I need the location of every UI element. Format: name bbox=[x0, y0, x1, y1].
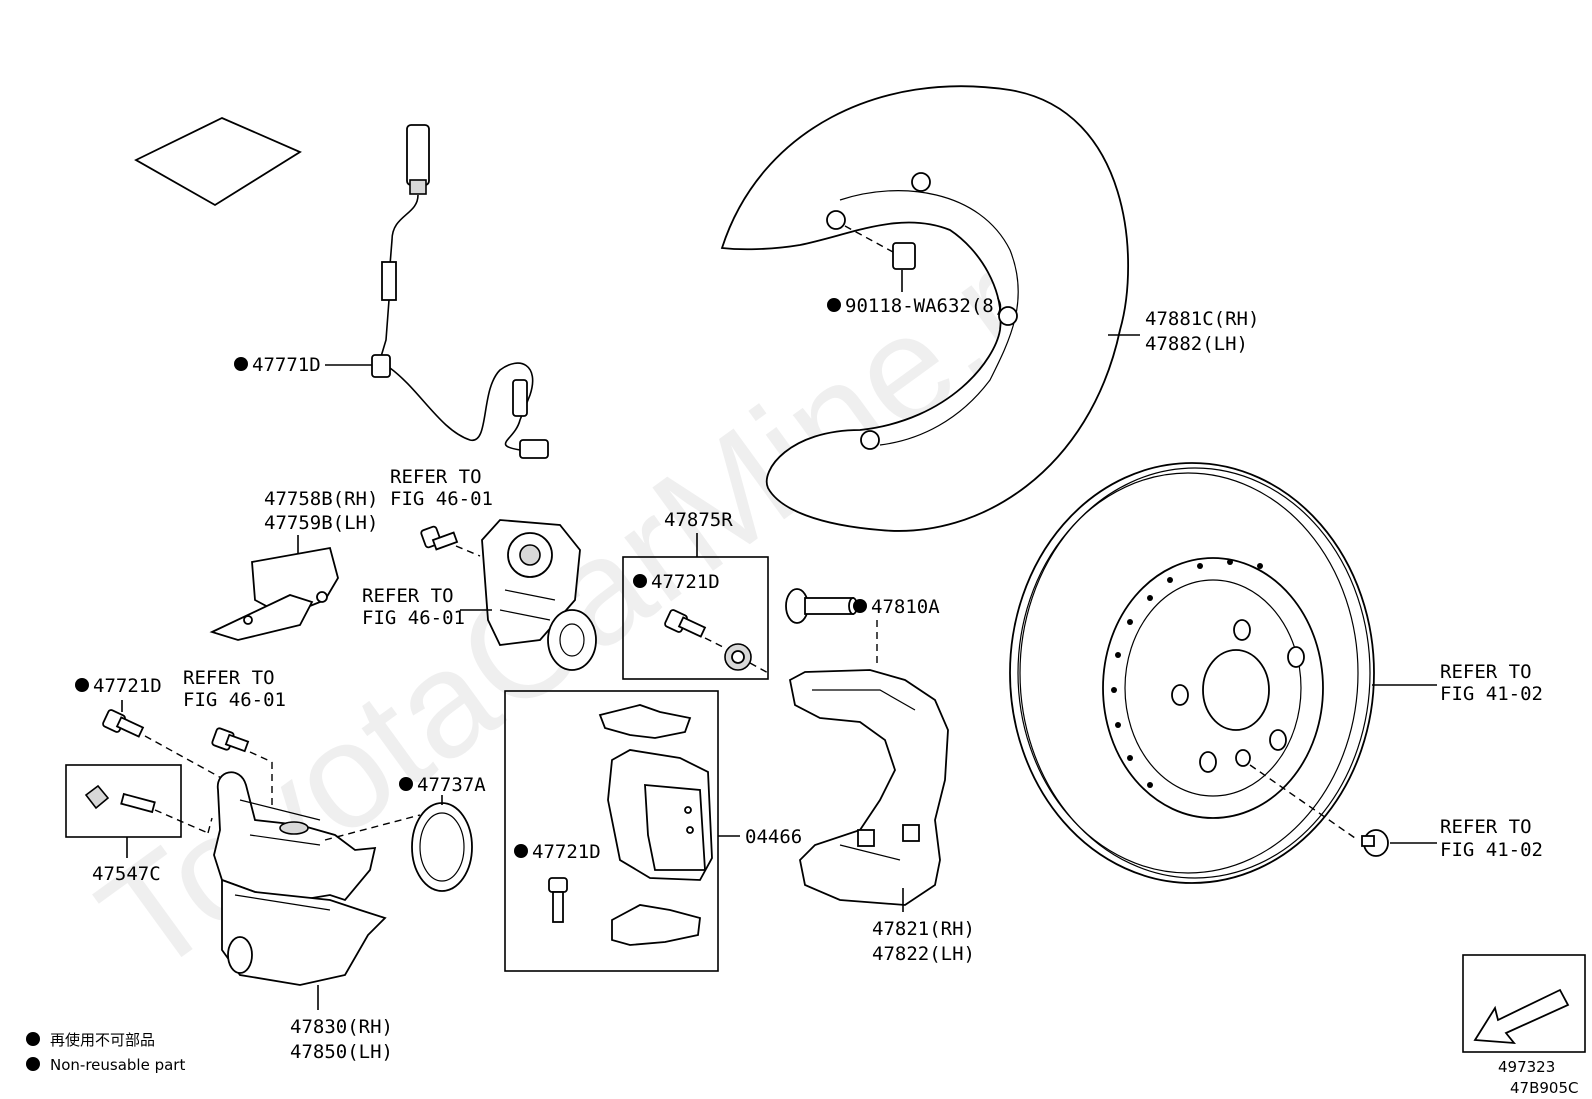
dust-cover-drawing bbox=[720, 85, 1129, 532]
non-reusable-marker bbox=[75, 678, 89, 692]
brake-disc-drawing bbox=[1009, 462, 1375, 884]
callout-47737A: 47737A bbox=[417, 774, 486, 796]
callout-47882-LH: 47882(LH) bbox=[1145, 333, 1248, 355]
bleeder-box bbox=[65, 764, 182, 838]
callout-90118-WA632: 90118-WA632(8) bbox=[845, 295, 1005, 317]
non-reusable-marker bbox=[514, 844, 528, 858]
bolt-kit-box bbox=[622, 556, 769, 680]
non-reusable-marker bbox=[853, 599, 867, 613]
mounting-bracket-drawing bbox=[788, 669, 949, 906]
callout-47821-RH: 47821(RH) bbox=[872, 918, 975, 940]
callout-47881C-RH: 47881C(RH) bbox=[1145, 308, 1259, 330]
non-reusable-marker bbox=[827, 298, 841, 312]
fig-41-02-label: FIG 41-02 bbox=[1440, 683, 1543, 705]
callout-47810A: 47810A bbox=[871, 596, 940, 618]
fig-41-02-label: FIG 41-02 bbox=[1440, 839, 1543, 861]
callout-47830-RH: 47830(RH) bbox=[290, 1016, 393, 1038]
motor-bolt-drawing bbox=[420, 525, 481, 557]
bracket-drawing bbox=[209, 546, 339, 641]
reference-box bbox=[1462, 954, 1586, 1053]
callout-47721D-pad: 47721D bbox=[532, 841, 601, 863]
legend-text-en: Non-reusable part bbox=[50, 1056, 185, 1074]
caliper-bolt-2-drawing bbox=[211, 727, 273, 808]
parking-motor-drawing bbox=[481, 519, 597, 671]
callout-47758B-RH: 47758B(RH) bbox=[264, 488, 378, 510]
callout-47822-LH: 47822(LH) bbox=[872, 943, 975, 965]
guide-bolt-drawing bbox=[664, 609, 771, 675]
piston-seal-inner bbox=[419, 812, 465, 882]
pad-kit-drawing bbox=[598, 704, 713, 946]
non-reusable-marker bbox=[399, 777, 413, 791]
pad-kit-box bbox=[504, 690, 719, 972]
leader-line bbox=[1249, 764, 1356, 839]
non-reusable-marker bbox=[234, 357, 248, 371]
legend-marker-icon bbox=[26, 1032, 40, 1046]
legend-text-jp: 再使用不可部品 bbox=[50, 1031, 155, 1049]
bleeder-plug-drawing bbox=[84, 784, 213, 834]
refer-to-label: REFER TO bbox=[390, 466, 482, 488]
refer-to-label: REFER TO bbox=[183, 667, 275, 689]
callout-47721D-kit: 47721D bbox=[651, 571, 720, 593]
refer-to-label: REFER TO bbox=[1440, 816, 1532, 838]
fig-46-01-label: FIG 46-01 bbox=[390, 488, 493, 510]
refer-to-label: REFER TO bbox=[362, 585, 454, 607]
callout-47721D-left: 47721D bbox=[93, 675, 162, 697]
figure-code: 47B905C bbox=[1510, 1079, 1578, 1097]
fig-46-01-label: FIG 46-01 bbox=[362, 607, 465, 629]
caliper-bolt-drawing bbox=[102, 709, 226, 781]
callout-47875R: 47875R bbox=[664, 509, 733, 531]
speed-sensor-drawing bbox=[371, 124, 549, 459]
disc-screw-drawing bbox=[1361, 829, 1389, 857]
caliper-drawing bbox=[213, 771, 421, 986]
fig-46-01-label: FIG 46-01 bbox=[183, 689, 286, 711]
refer-to-label: REFER TO bbox=[1440, 661, 1532, 683]
non-reusable-marker bbox=[633, 574, 647, 588]
reference-number: 497323 bbox=[1498, 1058, 1555, 1076]
callout-47759B-LH: 47759B(LH) bbox=[264, 512, 378, 534]
pad-bolt-drawing bbox=[548, 877, 568, 923]
reference-arrow-icon bbox=[1473, 988, 1570, 1045]
instruction-sheet bbox=[134, 117, 302, 207]
callout-04466: 04466 bbox=[745, 826, 802, 848]
piston-seal-drawing bbox=[411, 802, 473, 892]
callout-47547C: 47547C bbox=[92, 863, 161, 885]
callout-47771D: 47771D bbox=[252, 354, 321, 376]
legend-marker-icon bbox=[26, 1057, 40, 1071]
callout-47850-LH: 47850(LH) bbox=[290, 1041, 393, 1063]
